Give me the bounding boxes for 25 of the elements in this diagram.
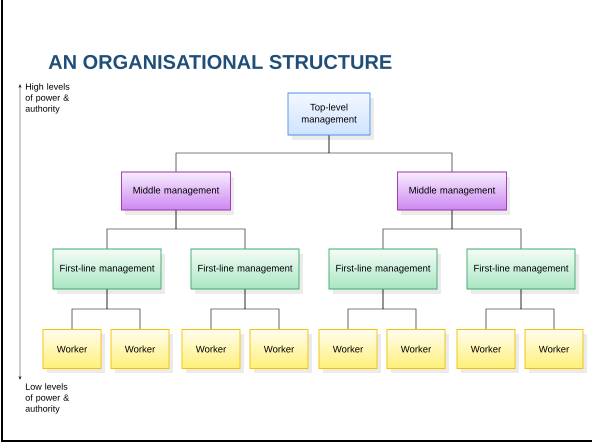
- first-line-box: First-line management: [52, 248, 162, 290]
- worker-box: Worker: [250, 329, 308, 369]
- worker-box: Worker: [110, 329, 170, 369]
- top-level-box: Top-level management: [288, 92, 370, 136]
- connector-line: [106, 289, 140, 330]
- worker-box: Worker: [42, 329, 102, 369]
- connector-line: [452, 210, 522, 249]
- scale-label: High levels of power & authority: [26, 83, 70, 114]
- worker-box: Worker: [386, 329, 446, 369]
- worker-box: Worker: [456, 329, 516, 369]
- first-line-box: First-line management: [328, 248, 438, 290]
- connector-line: [382, 289, 416, 330]
- middle-box: Middle management: [121, 172, 231, 210]
- connector-line: [328, 135, 452, 172]
- connector-line: [244, 289, 280, 330]
- connector-line: [520, 289, 554, 330]
- middle-box: Middle management: [397, 172, 507, 210]
- diagram-title: AN ORGANISATIONAL STRUCTURE: [48, 54, 392, 70]
- worker-box: Worker: [182, 329, 240, 369]
- first-line-box: First-line management: [190, 248, 300, 290]
- worker-box: Worker: [318, 329, 378, 369]
- first-line-box: First-line management: [466, 248, 576, 290]
- worker-box: Worker: [524, 329, 584, 369]
- scale-label: Low levels of power & authority: [26, 383, 70, 414]
- connector-line: [176, 210, 246, 249]
